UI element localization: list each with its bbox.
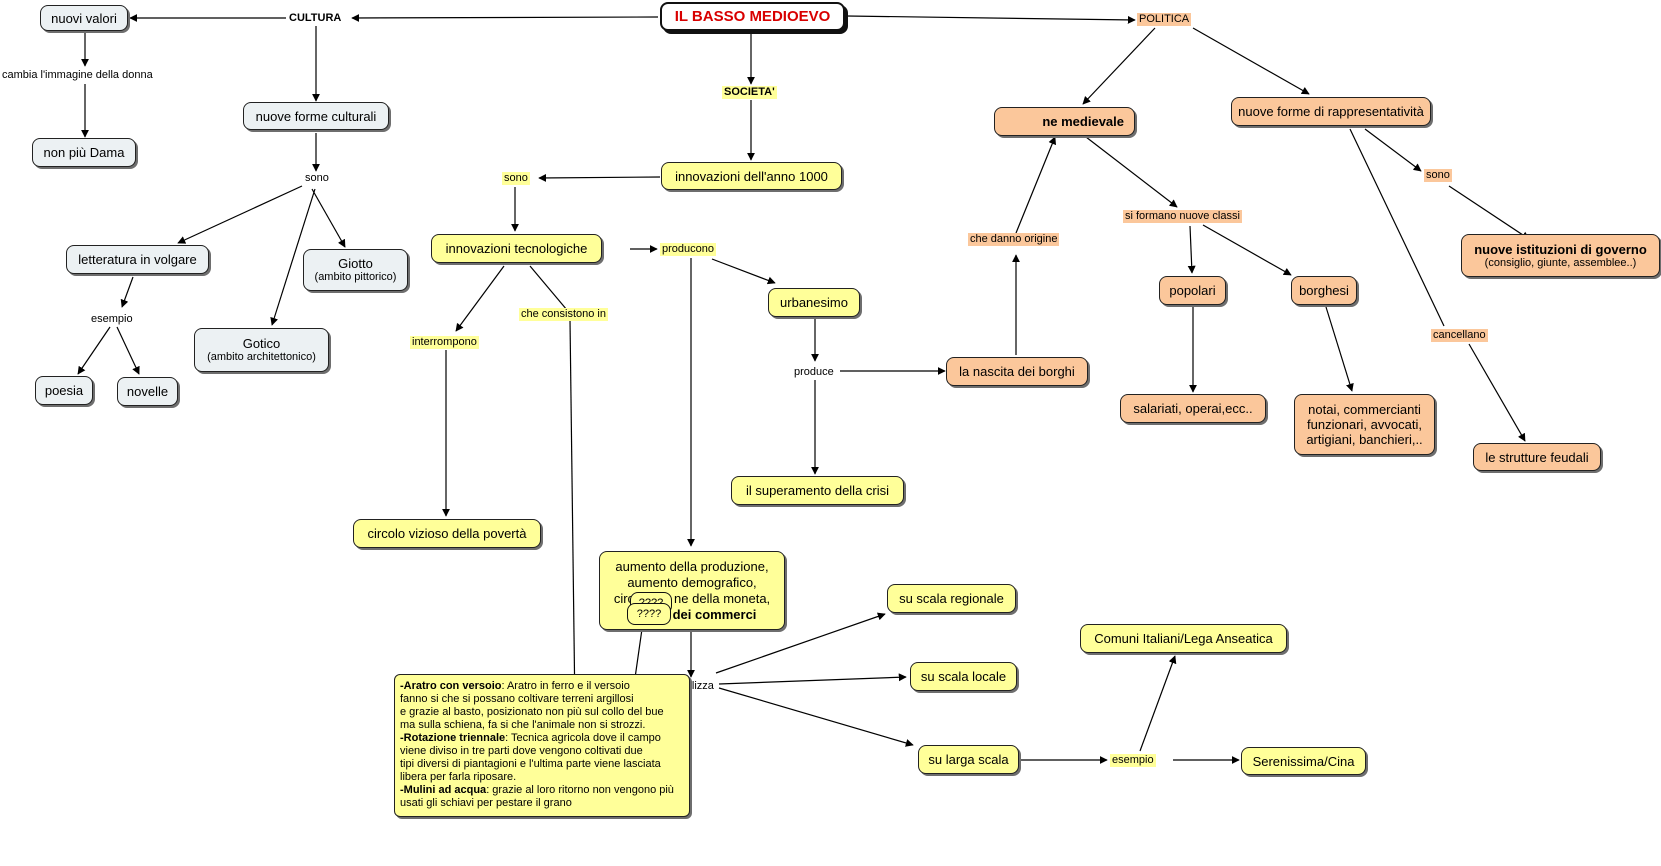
- node-superamento-crisi[interactable]: il superamento della crisi: [731, 476, 904, 505]
- node-nuove-istituzioni-text: nuove istituzioni di governo: [1474, 241, 1647, 257]
- desc-aratro-line-1: fanno si che si possano coltivare terren…: [400, 693, 634, 705]
- node-serenissima-cina[interactable]: Serenissima/Cina: [1241, 747, 1366, 775]
- node-innovazioni-tecnologiche-text: innovazioni tecnologiche: [445, 241, 588, 256]
- node-nuove-istituzioni-subtext: (consiglio, giunte, assemblee..): [1484, 256, 1637, 269]
- node-borghesi-text: borghesi: [1299, 283, 1349, 298]
- desc-mulini-line-0: -Mulini ad acqua: grazie al loro ritorno…: [400, 784, 674, 796]
- node-nascita-borghi-text: la nascita dei borghi: [959, 364, 1075, 379]
- label-cancellano: cancellano: [1431, 329, 1488, 342]
- node-non-piu-dama-text: non più Dama: [43, 145, 125, 160]
- node-popolari[interactable]: popolari: [1159, 276, 1226, 305]
- node-medievale[interactable]: ne medievale: [994, 107, 1135, 136]
- node-innovazioni-tecnologiche[interactable]: innovazioni tecnologiche: [431, 234, 602, 263]
- label-politica: POLITICA: [1137, 13, 1192, 26]
- node-urbanesimo[interactable]: urbanesimo: [768, 288, 860, 317]
- label-sono-societa: sono: [502, 172, 530, 185]
- node-circolo-vizioso-text: circolo vizioso della povertà: [367, 526, 527, 541]
- node-scala-regionale[interactable]: su scala regionale: [887, 584, 1016, 613]
- node-poesia-text: poesia: [44, 383, 84, 398]
- aumento-line-2: aumento demografico,: [627, 574, 757, 590]
- node-non-piu-dama[interactable]: non più Dama: [32, 138, 136, 167]
- node-notai-text: notai, commercianti funzionari, avvocati…: [1306, 402, 1423, 447]
- popup-question-front-text: ????: [636, 608, 662, 620]
- desc-rotazione-line-0: -Rotazione triennale: Tecnica agricola d…: [400, 732, 661, 744]
- node-strutture-feudali[interactable]: le strutture feudali: [1473, 443, 1601, 471]
- node-scala-locale[interactable]: su scala locale: [910, 662, 1017, 691]
- label-cambia: cambia l'immagine della donna: [0, 69, 155, 82]
- node-salariati-text: salariati, operai,ecc..: [1133, 401, 1253, 416]
- node-larga-scala[interactable]: su larga scala: [918, 745, 1019, 774]
- aumento-line-1: aumento della produzione,: [615, 558, 769, 574]
- node-salariati[interactable]: salariati, operai,ecc..: [1120, 394, 1266, 423]
- main-title-text: IL BASSO MEDIOEVO: [674, 8, 831, 25]
- desc-rotazione-line-3: libera per farla riposare.: [400, 771, 517, 783]
- node-description-innovazioni[interactable]: -Aratro con versoio: Aratro in ferro e i…: [394, 674, 690, 817]
- node-novelle[interactable]: novelle: [117, 377, 178, 406]
- node-nuovi-valori-text: nuovi valori: [51, 10, 117, 26]
- node-nuove-forme-rappresentativita[interactable]: nuove forme di rappresentatività: [1231, 97, 1431, 126]
- node-superamento-crisi-text: il superamento della crisi: [745, 483, 890, 498]
- node-notai[interactable]: notai, commercianti funzionari, avvocati…: [1294, 394, 1435, 455]
- node-borghesi[interactable]: borghesi: [1291, 276, 1357, 305]
- node-scala-regionale-text: su scala regionale: [899, 591, 1004, 606]
- node-innovazioni-anno-1000[interactable]: innovazioni dell'anno 1000: [661, 162, 842, 190]
- label-consistono: che consistono in: [519, 308, 608, 321]
- node-gotico-text: Gotico: [242, 336, 281, 351]
- node-nuovi-valori[interactable]: nuovi valori: [40, 5, 128, 31]
- node-giotto-text: Giotto: [338, 256, 373, 271]
- node-nuove-istituzioni[interactable]: nuove istituzioni di governo (consiglio,…: [1461, 234, 1660, 277]
- node-popolari-text: popolari: [1169, 283, 1216, 298]
- node-larga-scala-text: su larga scala: [928, 752, 1009, 767]
- node-giotto[interactable]: Giotto (ambito pittorico): [303, 249, 408, 291]
- label-nuove-classi: si formano nuove classi: [1123, 210, 1242, 223]
- node-medievale-text: ne medievale: [1042, 114, 1124, 129]
- desc-rotazione-line-1: viene diviso in tre parti dove vengono c…: [400, 745, 643, 757]
- label-danno-origine: che danno origine: [968, 233, 1060, 246]
- node-letteratura-volgare[interactable]: letteratura in volgare: [66, 245, 209, 274]
- desc-mulini-line-1: usati gli schiavi per pestare il grano: [400, 797, 572, 809]
- node-poesia[interactable]: poesia: [35, 376, 93, 405]
- label-societa: SOCIETA': [722, 86, 777, 99]
- node-comuni-lega-anseatica[interactable]: Comuni Italiani/Lega Anseatica: [1080, 624, 1287, 653]
- node-gotico[interactable]: Gotico (ambito architettonico): [194, 328, 329, 372]
- node-nuove-forme-culturali[interactable]: nuove forme culturali: [243, 102, 389, 130]
- desc-rotazione-line-2: tipi diversi di piantagioni e l'ultima p…: [400, 758, 661, 770]
- popup-question-front[interactable]: ????: [627, 603, 671, 625]
- desc-aratro-line-3: ma sulla schiena, fa si che l'animale no…: [400, 719, 646, 731]
- node-nuove-forme-rappresentativita-text: nuove forme di rappresentatività: [1238, 104, 1424, 119]
- node-novelle-text: novelle: [126, 384, 169, 399]
- label-esempio-letteratura: esempio: [89, 313, 135, 326]
- label-cultura: CULTURA: [287, 12, 344, 25]
- node-strutture-feudali-text: le strutture feudali: [1485, 449, 1589, 465]
- label-producono: producono: [660, 243, 716, 256]
- label-sono-cultura: sono: [303, 172, 331, 185]
- node-giotto-subtext: (ambito pittorico): [314, 271, 397, 283]
- desc-aratro-line-0: -Aratro con versoio: Aratro in ferro e i…: [400, 680, 630, 692]
- label-esempio-scala: esempio: [1110, 754, 1156, 767]
- node-scala-locale-text: su scala locale: [920, 669, 1007, 684]
- label-sono-politica: sono: [1424, 169, 1452, 182]
- node-circolo-vizioso[interactable]: circolo vizioso della povertà: [353, 519, 541, 548]
- desc-aratro-line-2: e grazie al basto, posizionato non più s…: [400, 706, 664, 718]
- node-innovazioni-anno-1000-text: innovazioni dell'anno 1000: [675, 168, 828, 184]
- node-comuni-lega-anseatica-text: Comuni Italiani/Lega Anseatica: [1094, 631, 1273, 646]
- node-nascita-borghi[interactable]: la nascita dei borghi: [946, 357, 1088, 386]
- label-produce: produce: [792, 366, 836, 379]
- node-letteratura-volgare-text: letteratura in volgare: [78, 252, 197, 267]
- node-nuove-forme-culturali-text: nuove forme culturali: [255, 108, 377, 124]
- node-urbanesimo-text: urbanesimo: [780, 295, 848, 310]
- node-serenissima-cina-text: Serenissima/Cina: [1252, 753, 1355, 769]
- node-gotico-subtext: (ambito architettonico): [207, 351, 316, 363]
- main-title-node[interactable]: IL BASSO MEDIOEVO: [660, 2, 845, 31]
- label-interrompono: interrompono: [410, 336, 479, 349]
